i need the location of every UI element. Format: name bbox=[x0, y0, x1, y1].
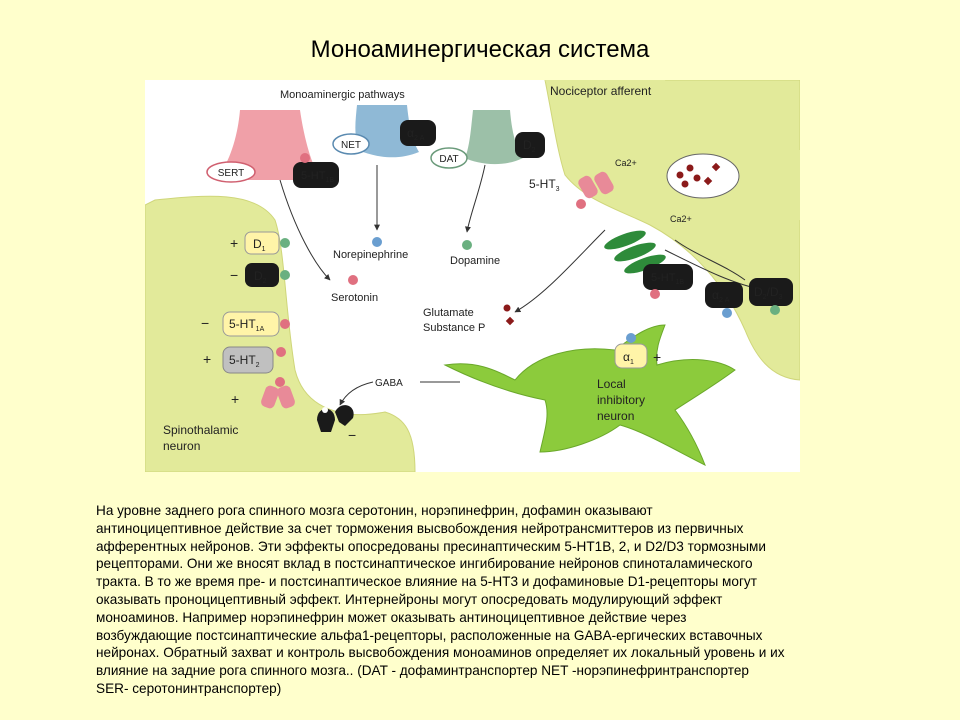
pathways-label: Monoaminergic pathways bbox=[280, 89, 405, 101]
substance-p-label: Substance P bbox=[423, 322, 485, 334]
spinothalamic-neuron bbox=[145, 195, 416, 472]
svg-text:−: − bbox=[201, 315, 209, 331]
gaba-a-receptor: − bbox=[317, 405, 356, 443]
nociceptor-label: Nociceptor afferent bbox=[550, 84, 652, 98]
receptor-alpha2a-nociceptor: α2 A bbox=[705, 282, 743, 318]
interneuron-label-2: inhibitory bbox=[597, 393, 645, 407]
net-label: NET bbox=[341, 140, 361, 151]
inhibition-line bbox=[674, 239, 746, 281]
receptor-d1-post: + D1 bbox=[230, 231, 290, 255]
dopaminergic-terminal bbox=[465, 110, 523, 165]
receptor-5ht1a-post: − 5-HT1A bbox=[201, 311, 290, 337]
sert-label: SERT bbox=[218, 168, 245, 179]
receptor-alpha1-interneuron: α1 + bbox=[614, 333, 661, 369]
glutamate-dot bbox=[503, 304, 511, 312]
norepinephrine-label: Norepinephrine bbox=[333, 249, 408, 261]
svg-text:D2: D2 bbox=[254, 269, 267, 285]
nociceptor-terminal bbox=[545, 80, 800, 223]
svg-text:α2 A: α2 A bbox=[712, 288, 730, 304]
receptor-d2-dat: D2 bbox=[515, 132, 545, 158]
receptor-5ht3-label: 5-HT3 bbox=[529, 177, 560, 193]
interneuron-label-1: Local bbox=[597, 377, 626, 391]
svg-text:D2/D3: D2/D3 bbox=[754, 285, 783, 301]
glutamate-label: Glutamate bbox=[423, 307, 474, 319]
calcium-channel bbox=[604, 230, 666, 274]
glutamate-release-arrow bbox=[514, 229, 606, 313]
svg-text:5-HT1A: 5-HT1A bbox=[229, 317, 265, 333]
dopamine-label: Dopamine bbox=[450, 255, 500, 267]
substance-p-dot bbox=[505, 316, 515, 326]
receptor-5ht1b-sert: 5-HT1B bbox=[293, 153, 339, 188]
svg-text:5-HT1B: 5-HT1B bbox=[301, 170, 334, 184]
ca-label-mid: Ca2+ bbox=[670, 214, 692, 224]
spinothalamic-label-2: neuron bbox=[163, 439, 200, 453]
receptor-5ht1b-nociceptor: 5-HT1B bbox=[643, 264, 693, 299]
caption-text: На уровне заднего рога спинного мозга се… bbox=[96, 503, 785, 696]
dat-label: DAT bbox=[439, 154, 458, 165]
svg-text:5-HT1B: 5-HT1B bbox=[651, 272, 684, 286]
svg-text:D2: D2 bbox=[523, 138, 536, 154]
dopamine-release-arrow bbox=[464, 164, 486, 233]
vesicle-glutamate bbox=[693, 174, 701, 182]
vesicle-glutamate bbox=[686, 164, 694, 172]
svg-text:α2 A: α2 A bbox=[407, 126, 425, 142]
receptor-alpha2a-net: α2 A bbox=[400, 120, 436, 146]
dopamine-dot bbox=[462, 240, 472, 250]
receptor-d2d3-nociceptor: D2/D3 bbox=[749, 278, 793, 315]
svg-text:D1: D1 bbox=[253, 237, 266, 253]
receptor-5ht3 bbox=[576, 171, 614, 209]
serotonin-label: Serotonin bbox=[331, 292, 378, 304]
local-inhibitory-neuron bbox=[443, 324, 736, 467]
spinothalamic-label-1: Spinothalamic bbox=[163, 423, 238, 437]
gaba-label: GABA bbox=[375, 378, 403, 389]
svg-text:+: + bbox=[230, 235, 238, 251]
spino-sign: + bbox=[231, 391, 239, 407]
monoamine-diagram: SERT NET DAT Monoaminergic pathways Noci… bbox=[145, 80, 800, 472]
net-transporter bbox=[332, 133, 370, 155]
svg-text:−: − bbox=[348, 427, 356, 443]
diagram-svg: SERT NET DAT Monoaminergic pathways Noci… bbox=[145, 80, 800, 472]
vesicle-glutamate bbox=[676, 171, 684, 179]
svg-text:+: + bbox=[653, 349, 661, 365]
svg-text:α1: α1 bbox=[623, 350, 634, 366]
dat-transporter bbox=[430, 147, 468, 169]
receptor-5ht2-post: + 5-HT2 bbox=[203, 346, 286, 374]
serotonin-dot bbox=[348, 275, 358, 285]
ca-label-top: Ca2+ bbox=[615, 158, 637, 168]
norepinephrine-dot bbox=[372, 237, 382, 247]
receptor-5ht3-post bbox=[261, 377, 295, 409]
vesicle-glutamate bbox=[681, 180, 689, 188]
receptor-d2-post: − D2 bbox=[230, 263, 290, 287]
interneuron-label-3: neuron bbox=[597, 409, 634, 423]
svg-text:−: − bbox=[230, 267, 238, 283]
svg-text:5-HT2: 5-HT2 bbox=[229, 353, 260, 369]
svg-text:+: + bbox=[203, 351, 211, 367]
gaba-release-arrow bbox=[339, 381, 374, 406]
serotonin-release-arrow bbox=[279, 179, 331, 281]
slide-title: Моноаминергическая система bbox=[310, 36, 650, 63]
sert-transporter bbox=[206, 161, 256, 183]
